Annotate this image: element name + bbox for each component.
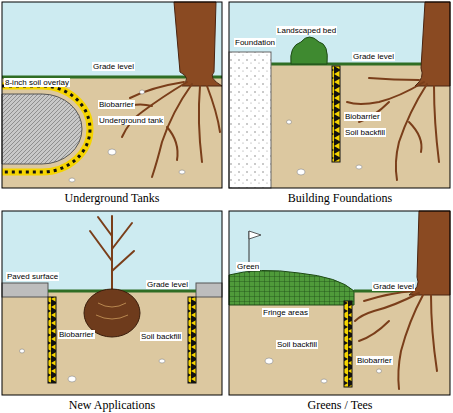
callout-label: Green — [236, 262, 260, 271]
panel-greens — [229, 211, 450, 395]
callout-label: Soil backfill — [344, 128, 386, 137]
callout-label: Foundation — [234, 38, 276, 47]
panel-new — [2, 211, 222, 395]
callout-label: Grade level — [146, 280, 189, 289]
callout-label: Biobarrier — [344, 112, 381, 121]
panel-caption: New Applications — [69, 398, 155, 412]
panel-caption: Greens / Tees — [308, 398, 373, 412]
callout-label: Grade level — [352, 52, 395, 61]
callout-label: Fringe areas — [262, 308, 309, 317]
callout-label: Underground tank — [98, 116, 164, 125]
callout-label: Soil backfill — [276, 340, 318, 349]
callout-label: Grade level — [92, 62, 135, 71]
panel-tanks — [2, 2, 222, 188]
callout-label: Paved surface — [6, 272, 59, 281]
callout-label: Biobarrier — [98, 100, 135, 109]
callout-label: Biobarrier — [356, 356, 393, 365]
callout-label: Biobarrier — [58, 330, 95, 339]
panel-caption: Underground Tanks — [64, 191, 159, 205]
callout-label: Grade level — [372, 282, 415, 291]
panel-foundations — [229, 2, 450, 188]
callout-label: Soil backfill — [140, 332, 182, 341]
panel-caption: Building Foundations — [288, 191, 392, 205]
callout-label: Landscaped bed — [276, 26, 337, 35]
callout-label: 8-inch soil overlay — [4, 78, 70, 87]
